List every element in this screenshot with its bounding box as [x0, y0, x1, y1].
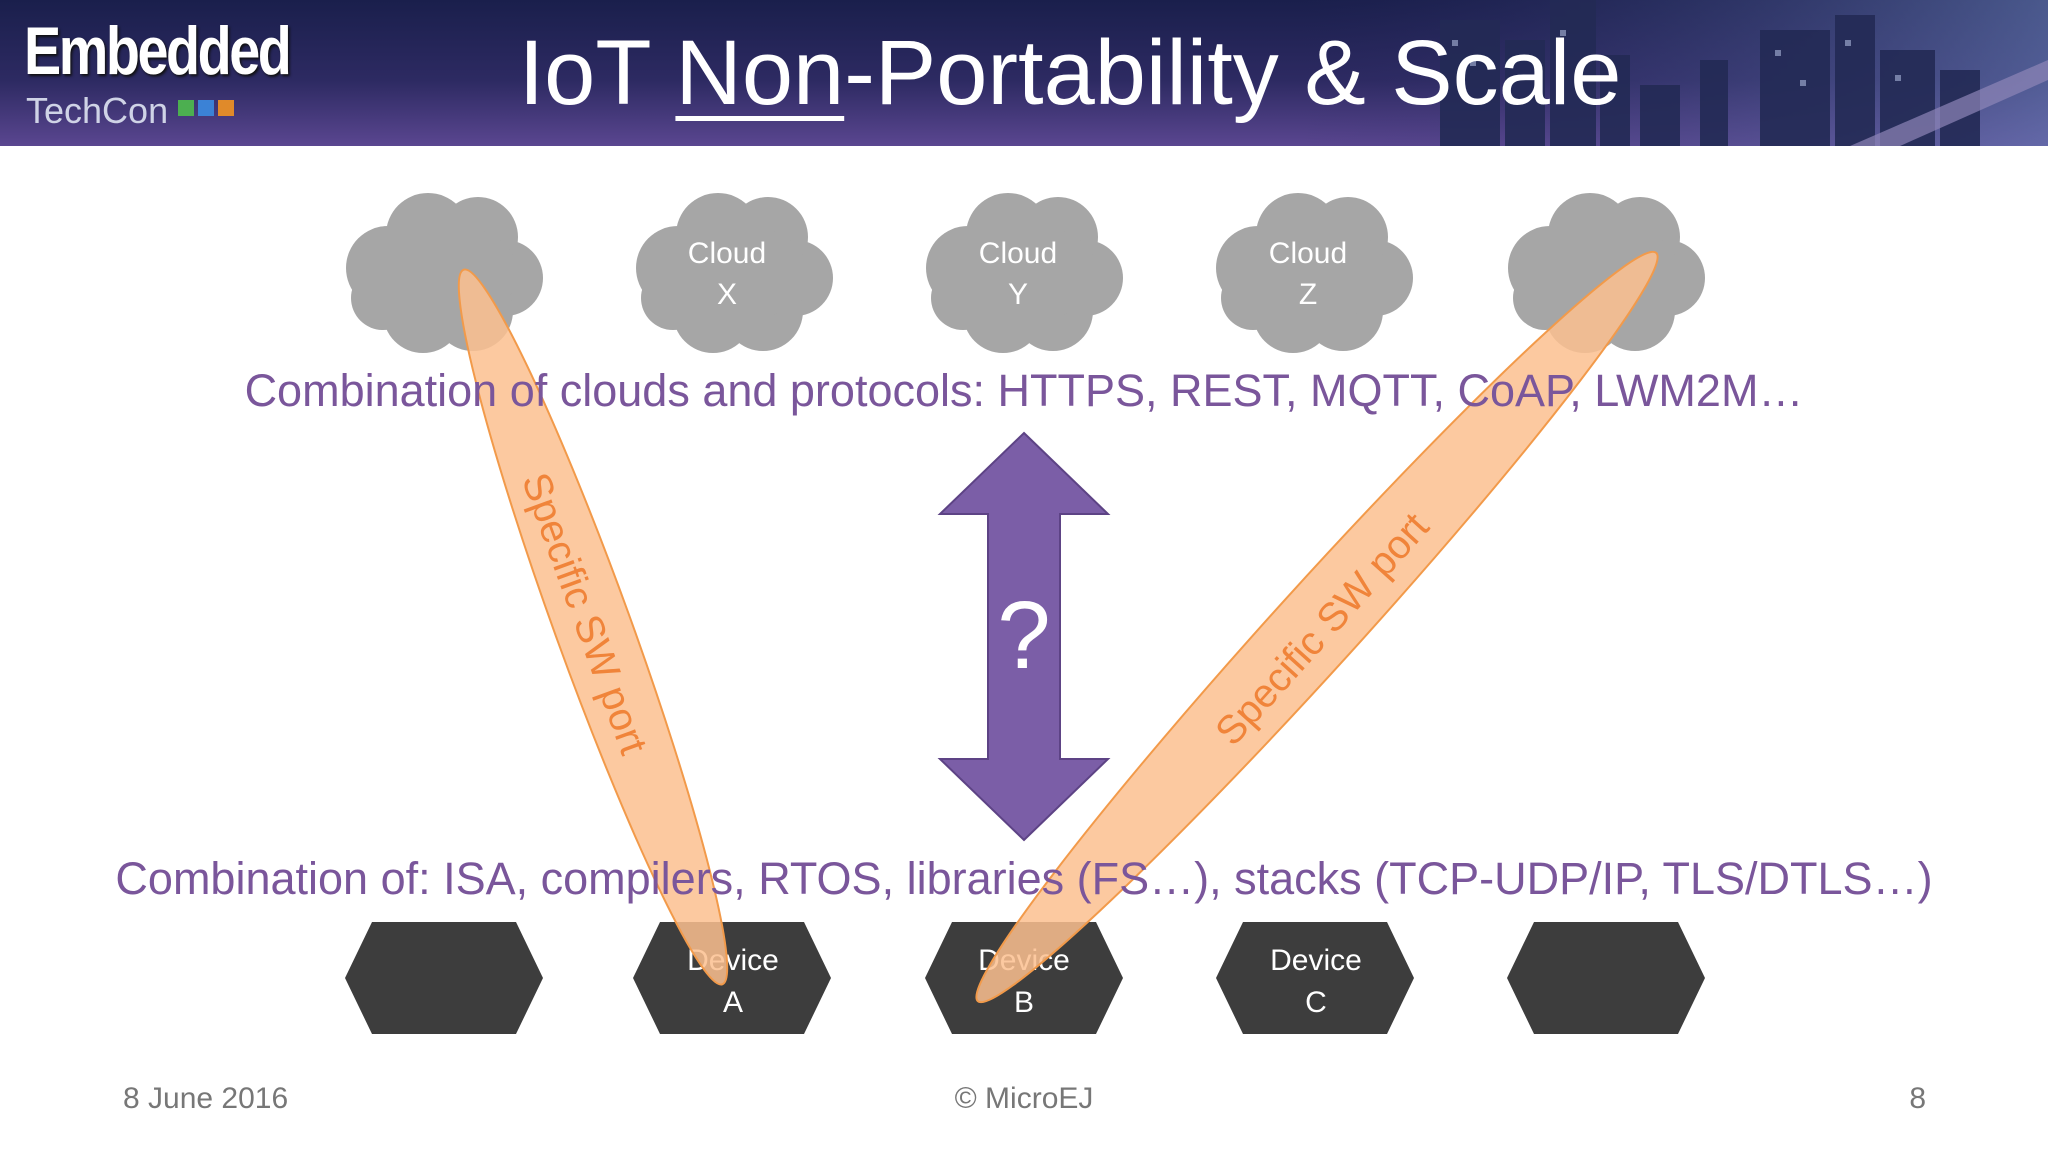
device-a-label-2: A	[723, 986, 743, 1019]
page-number: 8	[1909, 1082, 1926, 1115]
title-suffix: -Portability & Scale	[844, 22, 1622, 124]
logo-square-icon	[198, 100, 214, 116]
cloud-x-label-2: X	[717, 278, 737, 311]
brand-line-1: Embedded	[24, 13, 292, 89]
sw-port-label-right: Specific SW port	[1207, 505, 1438, 754]
top-caption: Combination of clouds and protocols: HTT…	[244, 365, 1804, 416]
sw-port-ellipse-left	[457, 268, 729, 986]
cloud-z-label-1: Cloud	[1269, 237, 1347, 270]
cloud-x-label-1: Cloud	[688, 237, 766, 270]
sw-port-ellipse-right	[975, 250, 1659, 1004]
footer-copyright: © MicroEJ	[954, 1082, 1094, 1115]
device-hexagon-c	[1216, 922, 1414, 1034]
cloud-z	[1216, 193, 1413, 353]
bottom-caption: Combination of: ISA, compilers, RTOS, li…	[115, 853, 1933, 904]
cloud-y-label-1: Cloud	[979, 237, 1057, 270]
slide-title: IoT Non-Portability & Scale	[440, 18, 1700, 128]
header-band	[0, 0, 2048, 146]
question-mark: ?	[997, 582, 1050, 689]
skyline-illustration	[1440, 0, 1980, 146]
device-b-label-2: B	[1014, 986, 1034, 1019]
cloud-y-label-2: Y	[1008, 278, 1028, 311]
title-prefix: IoT	[518, 22, 676, 124]
cloud-z-label-2: Z	[1299, 278, 1317, 311]
footer-date: 8 June 2016	[123, 1082, 289, 1115]
logo-square-icon	[178, 100, 194, 116]
logo-square-icon	[218, 100, 234, 116]
cloud-y	[926, 193, 1123, 353]
brand-line-2: TechCon	[26, 90, 169, 131]
device-hexagon-5	[1507, 922, 1705, 1034]
title-underlined-word: Non	[675, 22, 845, 124]
device-c-label-2: C	[1305, 986, 1327, 1019]
device-c-label-1: Device	[1270, 944, 1362, 977]
double-arrow-vertical-icon	[937, 431, 1111, 842]
device-hexagon-a	[633, 922, 831, 1034]
device-hexagon-1	[345, 922, 543, 1034]
embedded-techcon-logo: Embedded TechCon	[20, 10, 292, 131]
cloud-x	[636, 193, 833, 353]
cloud-1	[346, 193, 543, 353]
